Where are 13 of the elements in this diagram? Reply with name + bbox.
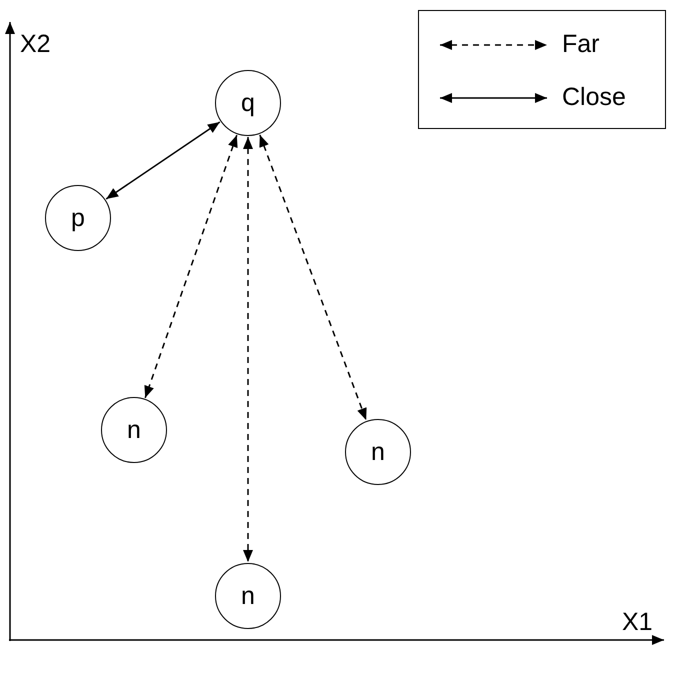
point-label: n [127,418,141,442]
point-label: n [371,440,385,464]
arrow [259,134,367,420]
legend-label: Far [562,32,600,57]
point-label: q [241,90,255,116]
arrow [144,134,238,398]
axis-label: X1 [622,610,653,635]
axis-label: X2 [20,32,51,57]
point-label: n [241,584,255,608]
point-label: p [71,206,85,230]
legend-label: Close [562,85,626,110]
arrow [243,137,253,562]
arrow [106,121,220,200]
